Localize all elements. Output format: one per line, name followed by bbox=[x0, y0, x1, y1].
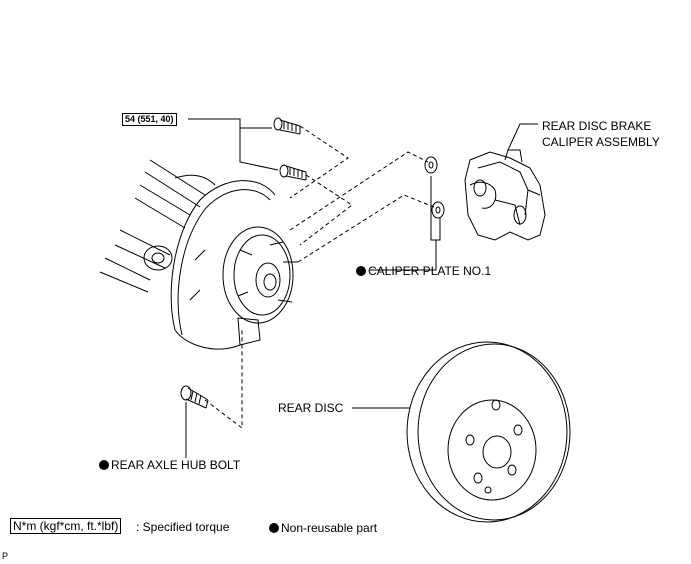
caliper-assembly bbox=[464, 149, 546, 241]
caliper-assembly-label: REAR DISC BRAKE bbox=[542, 119, 652, 133]
figure-code: P bbox=[2, 551, 9, 561]
hub-bolt-part bbox=[180, 385, 209, 409]
caliper-assembly-label-line2: CALIPER ASSEMBLY bbox=[542, 135, 660, 149]
non-reusable-dot-icon bbox=[356, 266, 366, 276]
caliper-plate-lower bbox=[431, 201, 445, 219]
hub-bolt-text: REAR AXLE HUB BOLT bbox=[111, 458, 241, 472]
backing-plate bbox=[170, 180, 276, 350]
caliper-bolt-upper bbox=[273, 117, 301, 135]
caliper-plate-label: CALIPER PLATE NO.1 bbox=[356, 264, 491, 278]
torque-spec-box: 54 (551, 40) bbox=[122, 113, 177, 126]
assembly-lines bbox=[204, 125, 435, 430]
rear-disc-label: REAR DISC bbox=[278, 401, 344, 415]
legend-nonreusable: Non-reusable part bbox=[269, 521, 377, 535]
axle-hub bbox=[222, 226, 298, 324]
hub-bolt-label: REAR AXLE HUB BOLT bbox=[99, 458, 240, 472]
caliper-plate-text: CALIPER PLATE NO.1 bbox=[368, 264, 492, 278]
caliper-bolt-lower bbox=[279, 164, 307, 181]
legend-torque-desc: : Specified torque bbox=[136, 520, 230, 534]
legend-nonreusable-text: Non-reusable part bbox=[281, 521, 378, 535]
non-reusable-dot-icon bbox=[99, 460, 109, 470]
rear-disc-part bbox=[406, 341, 571, 523]
suspension-arms bbox=[99, 159, 216, 293]
non-reusable-dot-icon bbox=[269, 523, 279, 533]
legend-torque-unit: N*m (kgf*cm, ft.*lbf) bbox=[10, 518, 122, 534]
caliper-plate-upper bbox=[424, 156, 438, 174]
leader-lines bbox=[185, 118, 538, 458]
